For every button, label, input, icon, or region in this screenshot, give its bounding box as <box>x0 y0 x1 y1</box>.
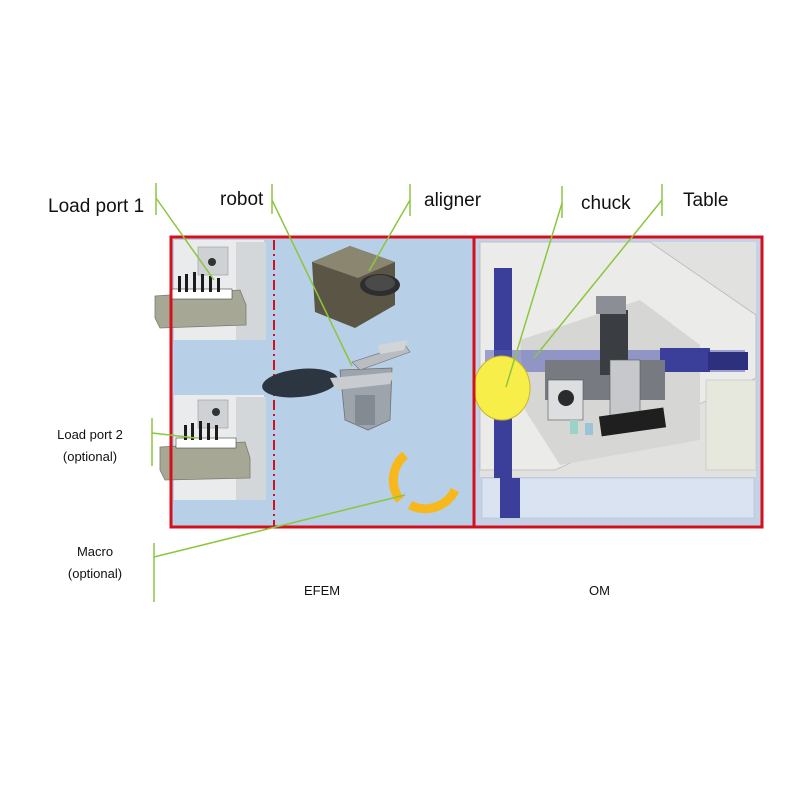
leader-macro <box>153 494 406 558</box>
label-load-port-2: Load port 2 <box>57 427 123 442</box>
label-table: Table <box>683 190 729 211</box>
aligner-module <box>312 246 400 328</box>
leader-lines <box>151 183 663 602</box>
label-load-port-2-note: (optional) <box>62 449 118 464</box>
leader-load-port-1 <box>155 197 215 281</box>
label-load-port-1: Load port 1 <box>48 196 145 217</box>
om-frame <box>472 235 764 529</box>
label-robot: robot <box>220 189 264 210</box>
label-efem: EFEM <box>304 583 341 598</box>
load-port-2-module <box>159 395 266 500</box>
leader-aligner <box>368 199 411 272</box>
label-om: OM <box>589 583 610 598</box>
label-macro-note: (optional) <box>67 566 123 581</box>
chuck-module <box>473 355 531 421</box>
macro-module <box>388 451 460 514</box>
robot-module <box>330 340 411 431</box>
label-chuck: chuck <box>581 193 631 214</box>
label-macro-group: Macro (optional) <box>56 541 134 585</box>
label-macro: Macro <box>76 544 114 559</box>
leader-load-port-2 <box>151 432 197 439</box>
label-aligner: aligner <box>424 190 482 211</box>
wafer <box>262 368 338 398</box>
table-module <box>485 268 748 478</box>
leader-robot <box>271 199 353 367</box>
load-port-1-module <box>154 240 266 340</box>
label-load-port-2-group: Load port 2 (optional) <box>42 424 138 468</box>
leader-chuck <box>505 202 563 388</box>
leader-table <box>533 199 663 359</box>
